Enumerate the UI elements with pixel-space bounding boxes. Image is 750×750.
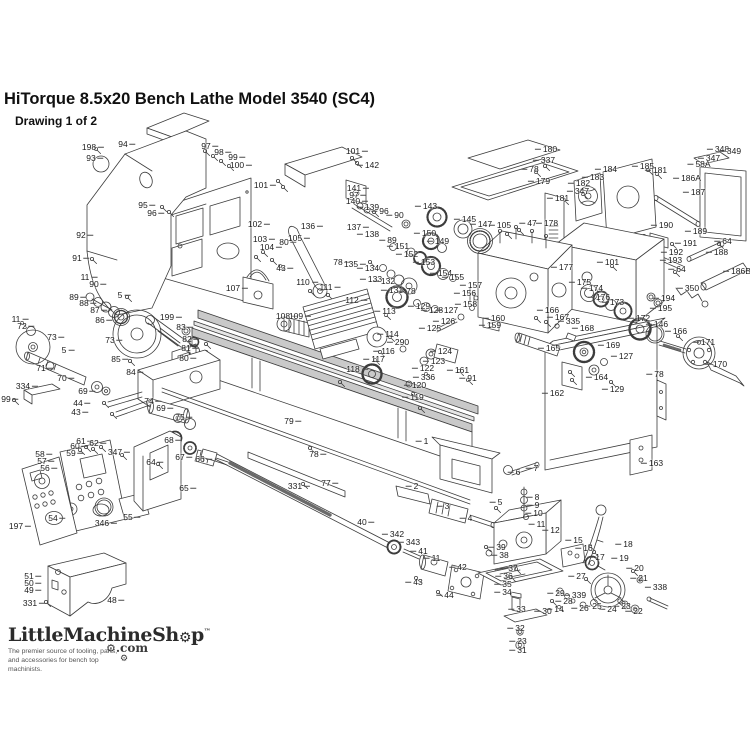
motor [302,288,396,360]
small-shafts [469,287,500,332]
page-title: HiTorque 8.5x20 Bench Lathe Model 3540 (… [4,90,376,108]
gear-train [284,146,493,313]
output-shafts [514,284,745,388]
drawing-number: Drawing 1 of 2 [15,114,98,128]
tailstock [477,461,669,650]
tailstock-quill [395,485,502,529]
rack [161,387,471,505]
motor-bracket [242,249,334,338]
chip-box [43,552,127,617]
headstock [477,224,573,334]
stand [86,112,252,316]
gear-icon: ⚙ [120,654,129,664]
logo: LittleMachineSh⚙p™ ⚙.com ⚙ The premier s… [8,624,211,674]
spindle-parts [15,292,212,396]
coupling [361,313,474,400]
logo-tagline: The premier source of tooling, parts, an… [8,648,118,673]
splash-guard [544,317,667,476]
logo-domain: ⚙.com [106,641,149,655]
lead-screw [200,448,485,600]
gear-icon: ⚙ [178,630,192,646]
control-panel [21,430,182,546]
lathe-bed [171,309,501,494]
chip-tray [451,139,579,201]
gear-icon: ⚙ [106,642,116,655]
trademark: ™ [203,626,211,636]
brand-name: LittleMachineSh⚙p™ [8,624,211,646]
electrical-cabinet [555,222,725,324]
fan-plates [561,158,663,241]
